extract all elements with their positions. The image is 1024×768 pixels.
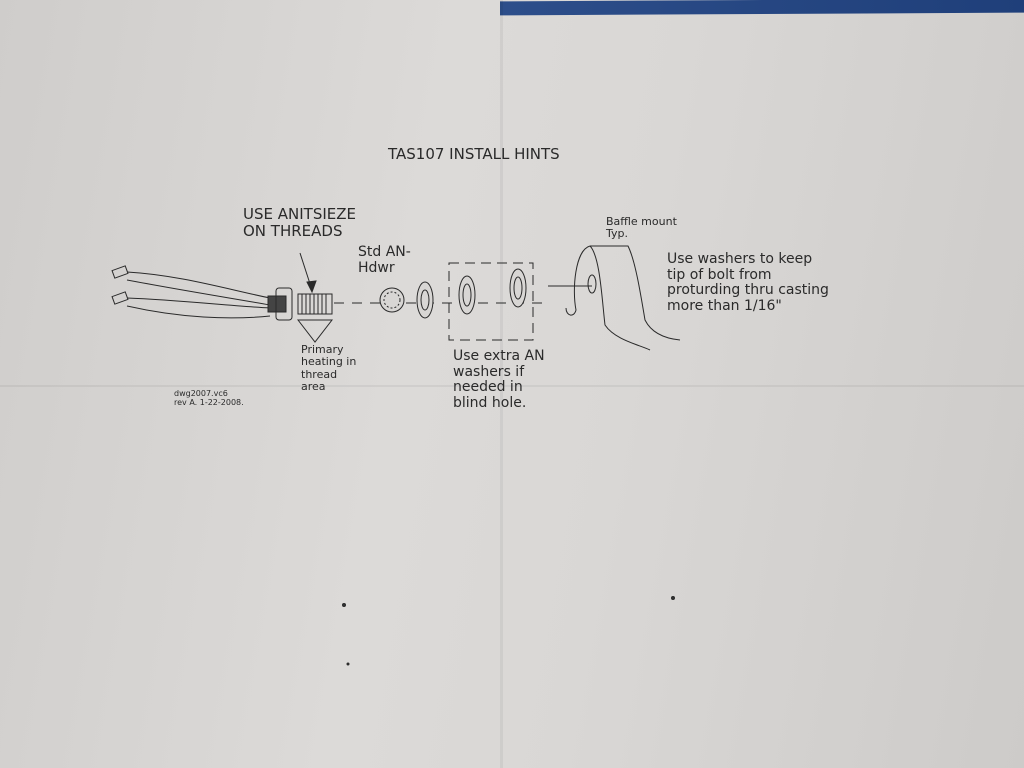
baffle-mount-label: Baffle mount Typ. [606,215,677,241]
extra-washers-label: Use extra AN washers if needed in blind … [453,348,545,412]
arrow-head [306,280,317,294]
wire-sleeve [267,295,287,313]
washers-note: Use washers to keep tip of bolt from pro… [667,251,829,315]
antiseize-label: USE ANITSIEZE ON THREADS [243,205,356,240]
std-hardware-label: Std AN- Hdwr [358,244,411,276]
drawing-revision: rev A. 1-22-2008. [174,398,244,407]
washer-2 [458,275,476,315]
primary-heating-label: Primary heating in thread area [301,343,357,393]
wire-terminals [111,265,271,319]
paper-fold-vertical [500,0,503,768]
diagram-title: TAS107 INSTALL HINTS [388,145,560,163]
washer-1 [416,281,434,319]
baffle-casting [548,245,681,351]
drawing-file: dwg2007.vc6 [174,389,228,398]
paper-fold-horizontal [0,385,1024,387]
sensor-bolt [275,287,334,343]
lock-washer [379,287,405,313]
extra-washers-box [448,262,534,341]
washer-3 [509,268,527,308]
